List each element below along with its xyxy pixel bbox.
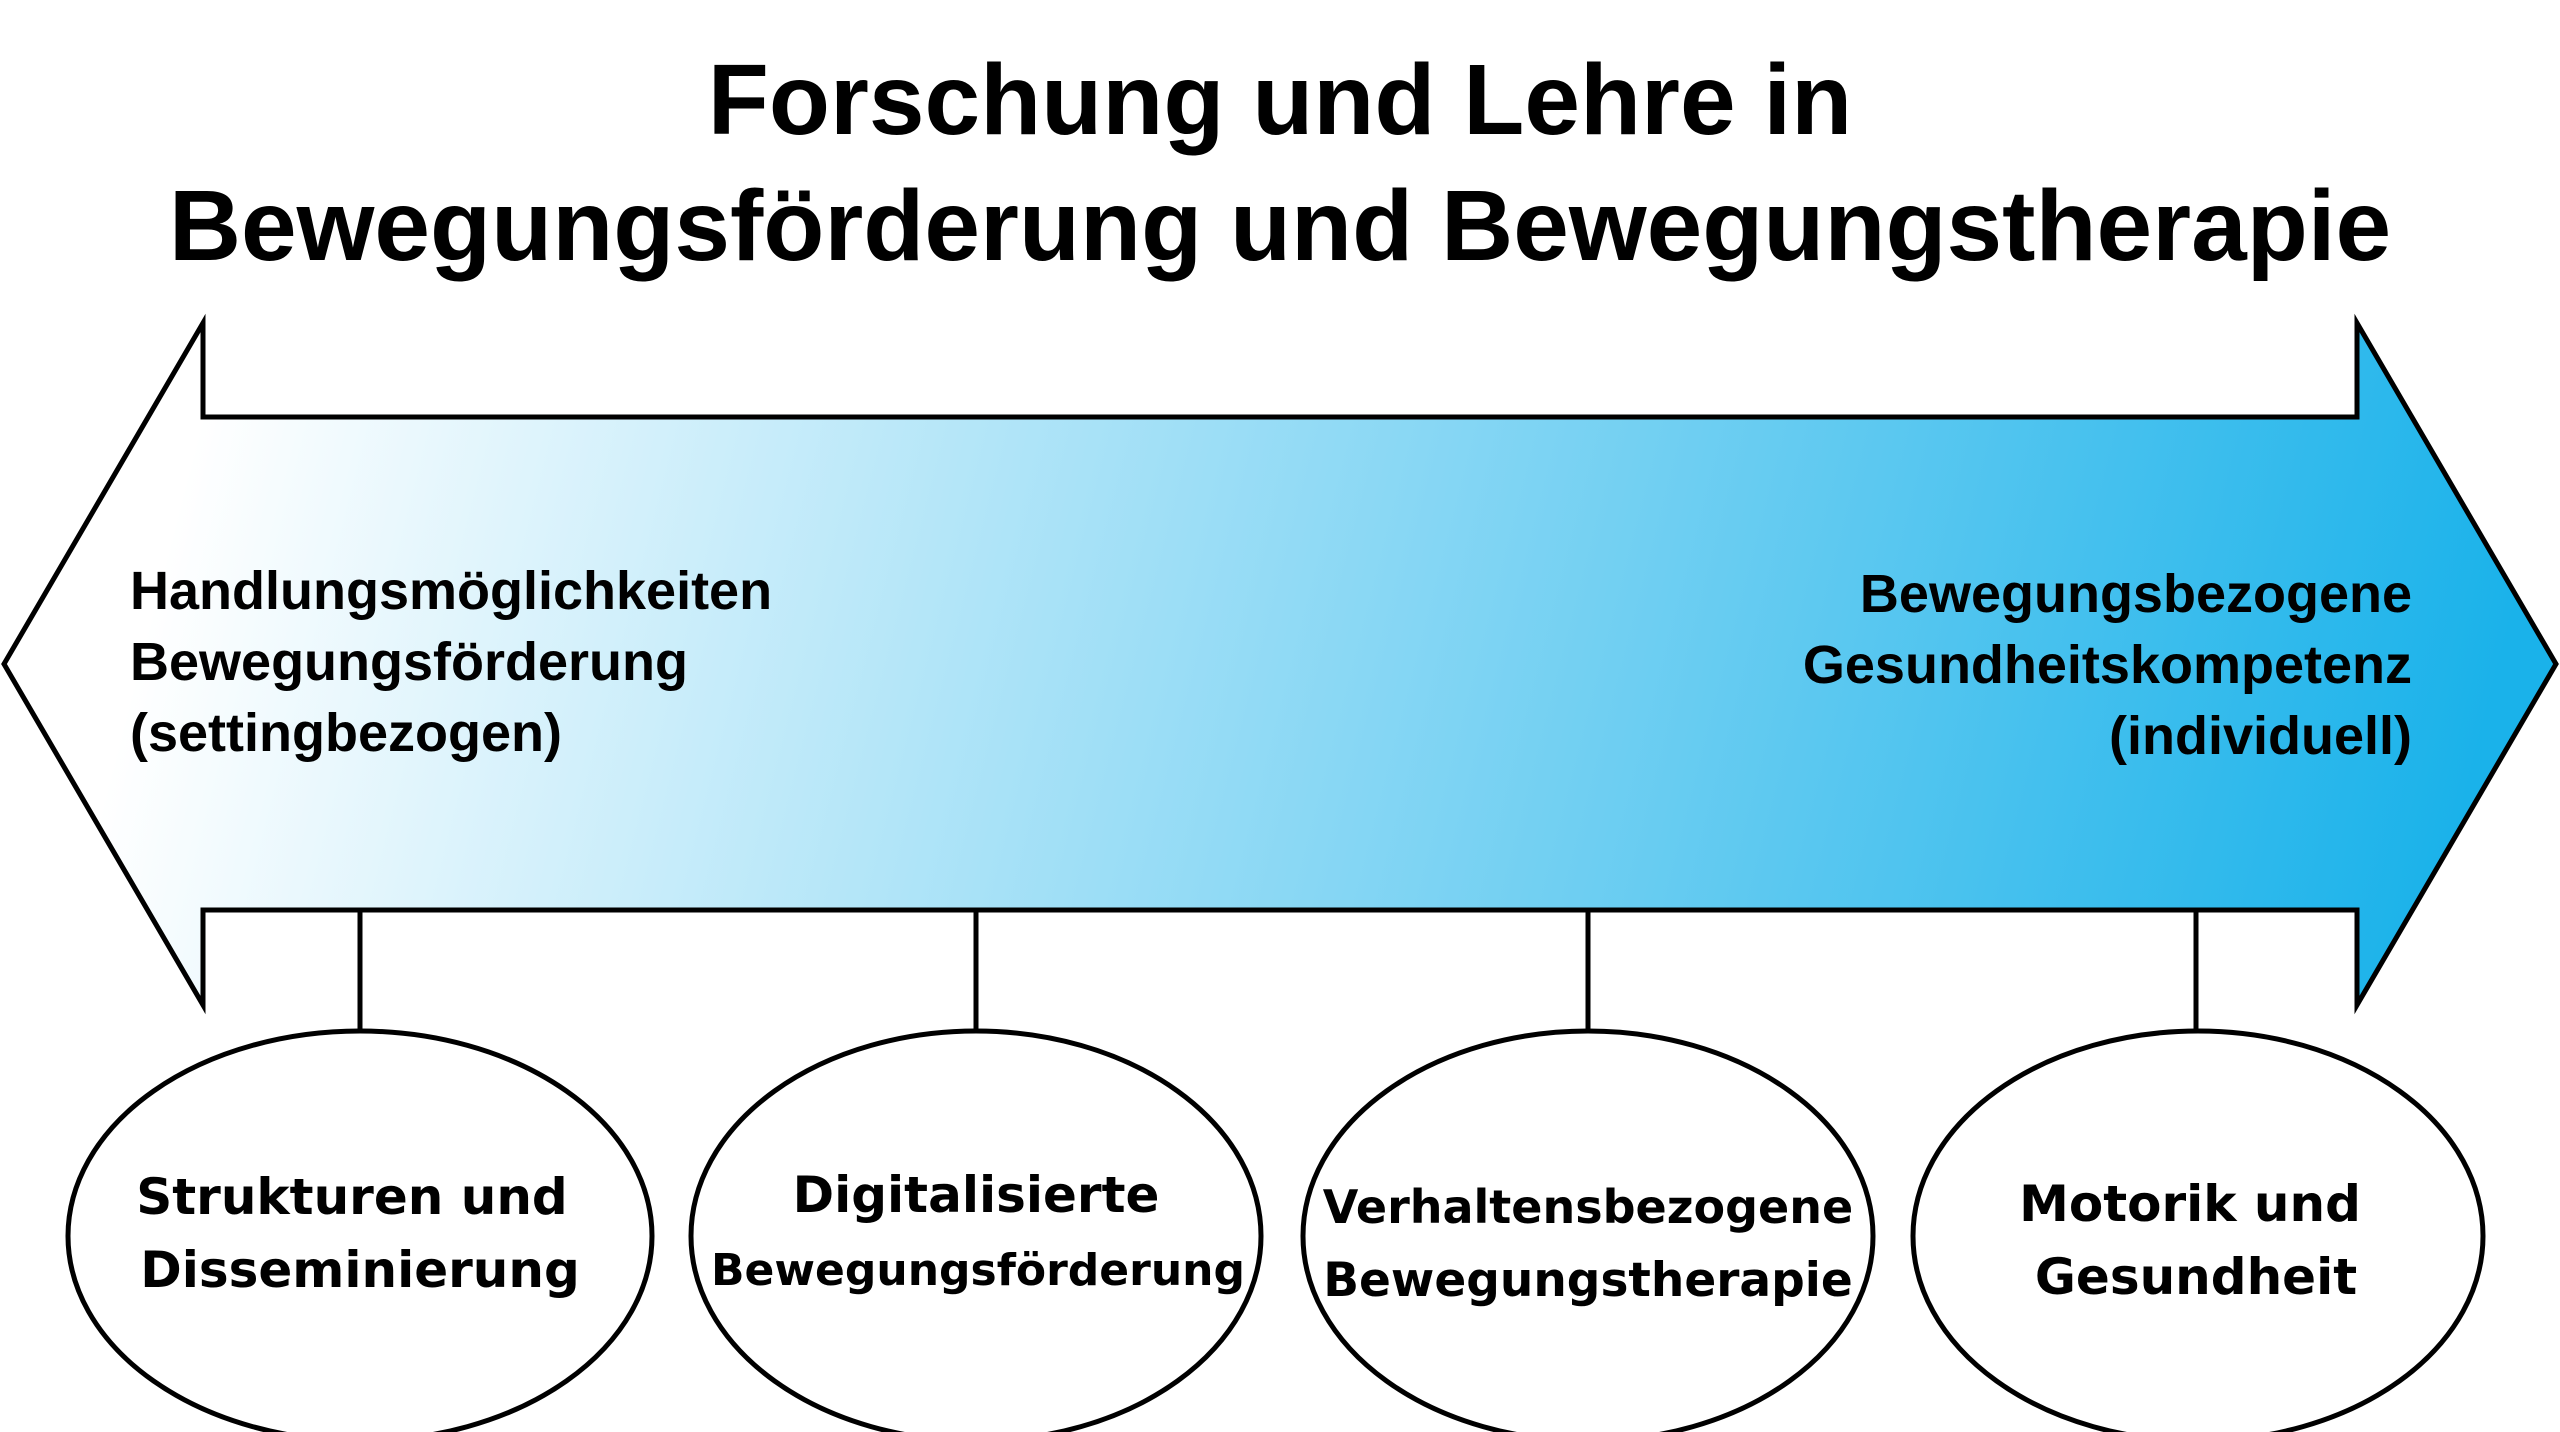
node-ellipse-1: [65, 1028, 655, 1432]
node-2-label-line-1: Digitalisierte: [793, 1166, 1160, 1224]
node-2-label-line-2: Bewegungsförderung: [711, 1245, 1245, 1296]
node-ellipse-4: [1910, 1028, 2486, 1432]
node-1-label-line-2: Disseminierung: [140, 1241, 580, 1299]
arrow-right-label-line-2: Gesundheitskompetenz: [1803, 635, 2412, 695]
double-arrow: [1, 313, 2559, 1015]
page-title-line-2: Bewegungsförderung und Bewegungstherapie: [169, 170, 2391, 282]
node-ellipse-2: [688, 1028, 1264, 1432]
arrow-left-label-line-3: (settingbezogen): [130, 703, 562, 763]
node-3-label-line-2: Bewegungstherapie: [1323, 1253, 1853, 1308]
arrow-right-label-line-3: (individuell): [2109, 706, 2412, 766]
arrow-left-label-line-2: Bewegungsförderung: [130, 632, 688, 692]
node-4-label-line-2: Gesundheit: [2035, 1248, 2357, 1306]
arrow-right-label-line-1: Bewegungsbezogene: [1860, 564, 2412, 624]
node-ellipse-3: [1300, 1028, 1876, 1432]
node-4-label-line-1: Motorik und: [2019, 1175, 2361, 1233]
page-title-line-1: Forschung und Lehre in: [708, 44, 1852, 156]
node-1-label-line-1: Strukturen und: [136, 1168, 567, 1226]
node-3-label-line-1: Verhaltensbezogene: [1323, 1180, 1853, 1234]
arrow-left-label-line-1: Handlungsmöglichkeiten: [130, 561, 772, 621]
